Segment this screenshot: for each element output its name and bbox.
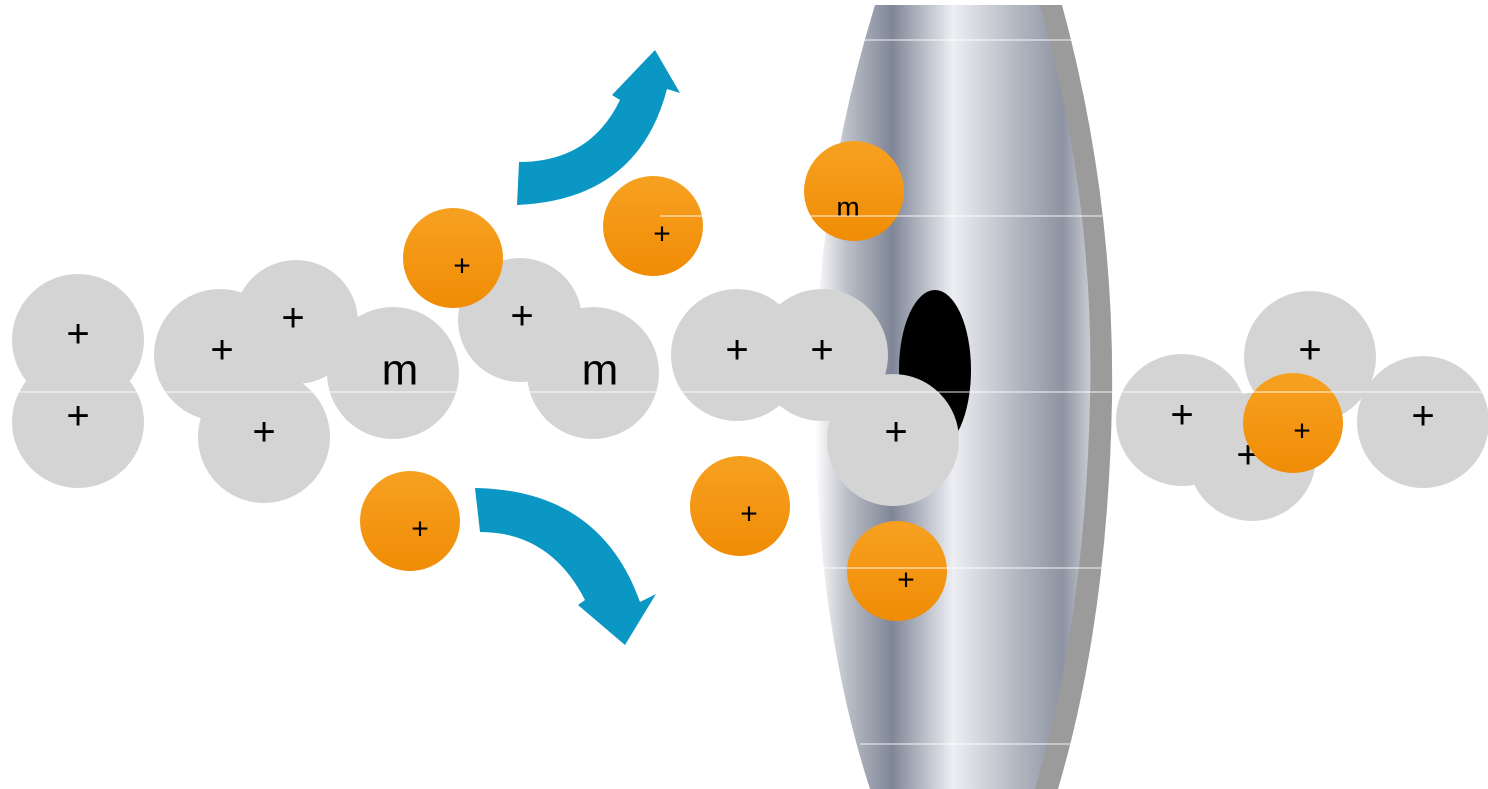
- neutral-circle: [1357, 356, 1488, 488]
- particle-label: +: [66, 394, 89, 438]
- particle-label: +: [411, 513, 429, 546]
- neutral-particle: +: [234, 260, 358, 384]
- particle-label: +: [725, 328, 748, 372]
- particle-label: +: [740, 498, 758, 531]
- ion-circle: [690, 456, 790, 556]
- neutral-circle: [234, 260, 358, 384]
- ion-circle: [1243, 373, 1343, 473]
- neutral-circle: [527, 307, 659, 439]
- ion-particle: +: [403, 208, 503, 308]
- neutral-particle: +: [198, 371, 330, 503]
- neutral-circle: [827, 374, 959, 506]
- deflection-arrow-up: [517, 50, 680, 205]
- particle-label: +: [252, 410, 275, 454]
- ion-particle: +: [847, 521, 947, 621]
- neutral-circle: [198, 371, 330, 503]
- particle-label: m: [382, 346, 419, 395]
- neutral-particle: +: [1357, 356, 1488, 488]
- neutral-circle: [327, 307, 459, 439]
- particle-label: +: [210, 328, 233, 372]
- particle-label: m: [582, 346, 619, 395]
- ion-circle: [603, 176, 703, 276]
- particle-label: +: [884, 410, 907, 454]
- ion-particle: m: [804, 141, 904, 241]
- particle-label: +: [1293, 415, 1311, 448]
- particle-label: +: [281, 296, 304, 340]
- particle-label: +: [897, 564, 915, 597]
- ion-circle: [403, 208, 503, 308]
- deflection-arrows: [475, 50, 680, 645]
- particle-label: +: [810, 328, 833, 372]
- scan-lines: [0, 39, 1488, 745]
- particle-label: +: [510, 294, 533, 338]
- ion-particle: +: [690, 456, 790, 556]
- neutral-particle: m: [527, 307, 659, 439]
- ion-particle: +: [360, 471, 460, 571]
- particle-label: +: [1298, 328, 1321, 372]
- particle-label: +: [653, 218, 671, 251]
- particle-label: +: [1411, 394, 1434, 438]
- ion-particle: +: [603, 176, 703, 276]
- particle-label: m: [836, 192, 859, 223]
- particles: +++++m+m+++++++++m++++: [12, 141, 1488, 621]
- neutral-particle: m: [327, 307, 459, 439]
- neutral-particle: +: [12, 356, 144, 488]
- ion-particle: +: [1243, 373, 1343, 473]
- ion-circle: [360, 471, 460, 571]
- neutral-particle: +: [827, 374, 959, 506]
- particle-label: +: [1170, 393, 1193, 437]
- neutral-circle: [12, 356, 144, 488]
- deflection-arrow-down: [475, 488, 656, 645]
- ion-circle: [847, 521, 947, 621]
- particle-label: +: [453, 250, 471, 283]
- particle-label: +: [66, 312, 89, 356]
